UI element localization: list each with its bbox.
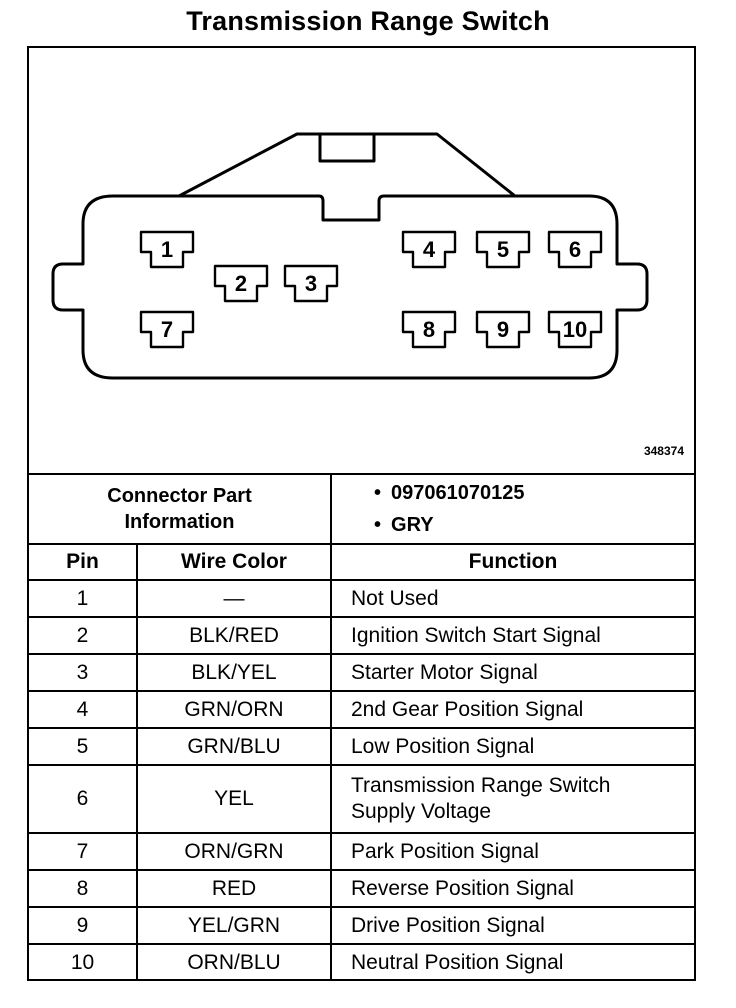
pin-label: 8 [423, 317, 435, 342]
function-line: Supply Voltage [351, 800, 492, 823]
function-cell: Neutral Position Signal [330, 943, 694, 980]
pin-cell: 5 [29, 727, 138, 766]
pin-label: 10 [563, 317, 587, 342]
pin-cell: 4 [29, 690, 138, 729]
connector-info-label-line2: Information [124, 511, 235, 533]
connector-info-label: Connector Part Information [29, 473, 332, 545]
table-row: 5 GRN/BLU Low Position Signal [29, 727, 694, 766]
wire-color-cell: BLK/RED [136, 616, 332, 655]
pin-cavity [475, 310, 531, 349]
wire-color-cell: YEL/GRN [136, 906, 332, 945]
pin-label: 1 [161, 237, 173, 262]
table-header-row: Pin Wire Color Function [29, 543, 694, 581]
pin-label: 5 [497, 237, 509, 262]
wire-color-cell: RED [136, 869, 332, 908]
pin-cavity [139, 230, 195, 269]
pin-label: 7 [161, 317, 173, 342]
pin-cavity [283, 264, 339, 303]
table-row: 2 BLK/RED Ignition Switch Start Signal [29, 616, 694, 655]
table-row: 9 YEL/GRN Drive Position Signal [29, 906, 694, 945]
wire-color-cell: ORN/GRN [136, 832, 332, 871]
connector-info-label-line1: Connector Part [107, 485, 252, 507]
function-cell: Reverse Position Signal [330, 869, 694, 908]
table-row: 4 GRN/ORN 2nd Gear Position Signal [29, 690, 694, 729]
pin-label: 4 [423, 237, 436, 262]
pin-cavity [139, 310, 195, 349]
pin-cavity [475, 230, 531, 269]
pin-cell: 8 [29, 869, 138, 908]
table-row: 10 ORN/BLU Neutral Position Signal [29, 943, 694, 980]
connector-color: GRY [374, 509, 694, 541]
pin-label: 2 [235, 271, 247, 296]
pin-cell: 9 [29, 906, 138, 945]
wire-color-cell: GRN/ORN [136, 690, 332, 729]
table-row: 8 RED Reverse Position Signal [29, 869, 694, 908]
function-line: Transmission Range Switch [351, 774, 611, 797]
pin-cell: 10 [29, 943, 138, 980]
function-cell: Starter Motor Signal [330, 653, 694, 692]
connector-face-drawing: 1 2 3 4 5 6 7 8 9 10 [51, 132, 649, 380]
table-row: 3 BLK/YEL Starter Motor Signal [29, 653, 694, 692]
pin-cavity [547, 230, 603, 269]
pin-cavity [547, 310, 603, 349]
table-row: 1 — Not Used [29, 579, 694, 618]
function-cell: Park Position Signal [330, 832, 694, 871]
function-cell: Drive Position Signal [330, 906, 694, 945]
function-cell: Ignition Switch Start Signal [330, 616, 694, 655]
header-wire-color: Wire Color [136, 543, 332, 581]
page-title: Transmission Range Switch [186, 6, 550, 36]
wire-color-cell: — [136, 579, 332, 618]
pin-label: 9 [497, 317, 509, 342]
pin-cell: 1 [29, 579, 138, 618]
function-cell: Transmission Range Switch Supply Voltage [330, 764, 694, 834]
pin-cavity [213, 264, 269, 303]
function-cell: 2nd Gear Position Signal [330, 690, 694, 729]
wire-color-cell: GRN/BLU [136, 727, 332, 766]
function-cell: Low Position Signal [330, 727, 694, 766]
connector-info-row: Connector Part Information 097061070125 … [29, 473, 694, 545]
wire-color-cell: ORN/BLU [136, 943, 332, 980]
header-pin: Pin [29, 543, 138, 581]
wire-color-cell: BLK/YEL [136, 653, 332, 692]
connector-latch-tab [318, 132, 376, 163]
pin-cavity [401, 310, 457, 349]
table-row: 6 YEL Transmission Range Switch Supply V… [29, 764, 694, 834]
connector-diagram: 1 2 3 4 5 6 7 8 9 10 348374 [29, 48, 694, 473]
table-row: 7 ORN/GRN Park Position Signal [29, 832, 694, 871]
connector-latch-roof [178, 132, 516, 198]
connector-part-number: 097061070125 [374, 477, 694, 509]
pin-cell: 2 [29, 616, 138, 655]
pin-cell: 7 [29, 832, 138, 871]
header-function: Function [330, 543, 694, 581]
wire-color-cell: YEL [136, 764, 332, 834]
figure-number: 348374 [643, 444, 684, 458]
pin-label: 6 [569, 237, 581, 262]
pin-cell: 3 [29, 653, 138, 692]
connector-pinout-table: Connector Part Information 097061070125 … [29, 473, 694, 980]
pin-cavity [401, 230, 457, 269]
pin-label: 3 [305, 271, 317, 296]
function-cell: Not Used [330, 579, 694, 618]
pin-cell: 6 [29, 764, 138, 834]
connector-body [51, 194, 649, 380]
connector-info-values: 097061070125 GRY [330, 473, 694, 545]
